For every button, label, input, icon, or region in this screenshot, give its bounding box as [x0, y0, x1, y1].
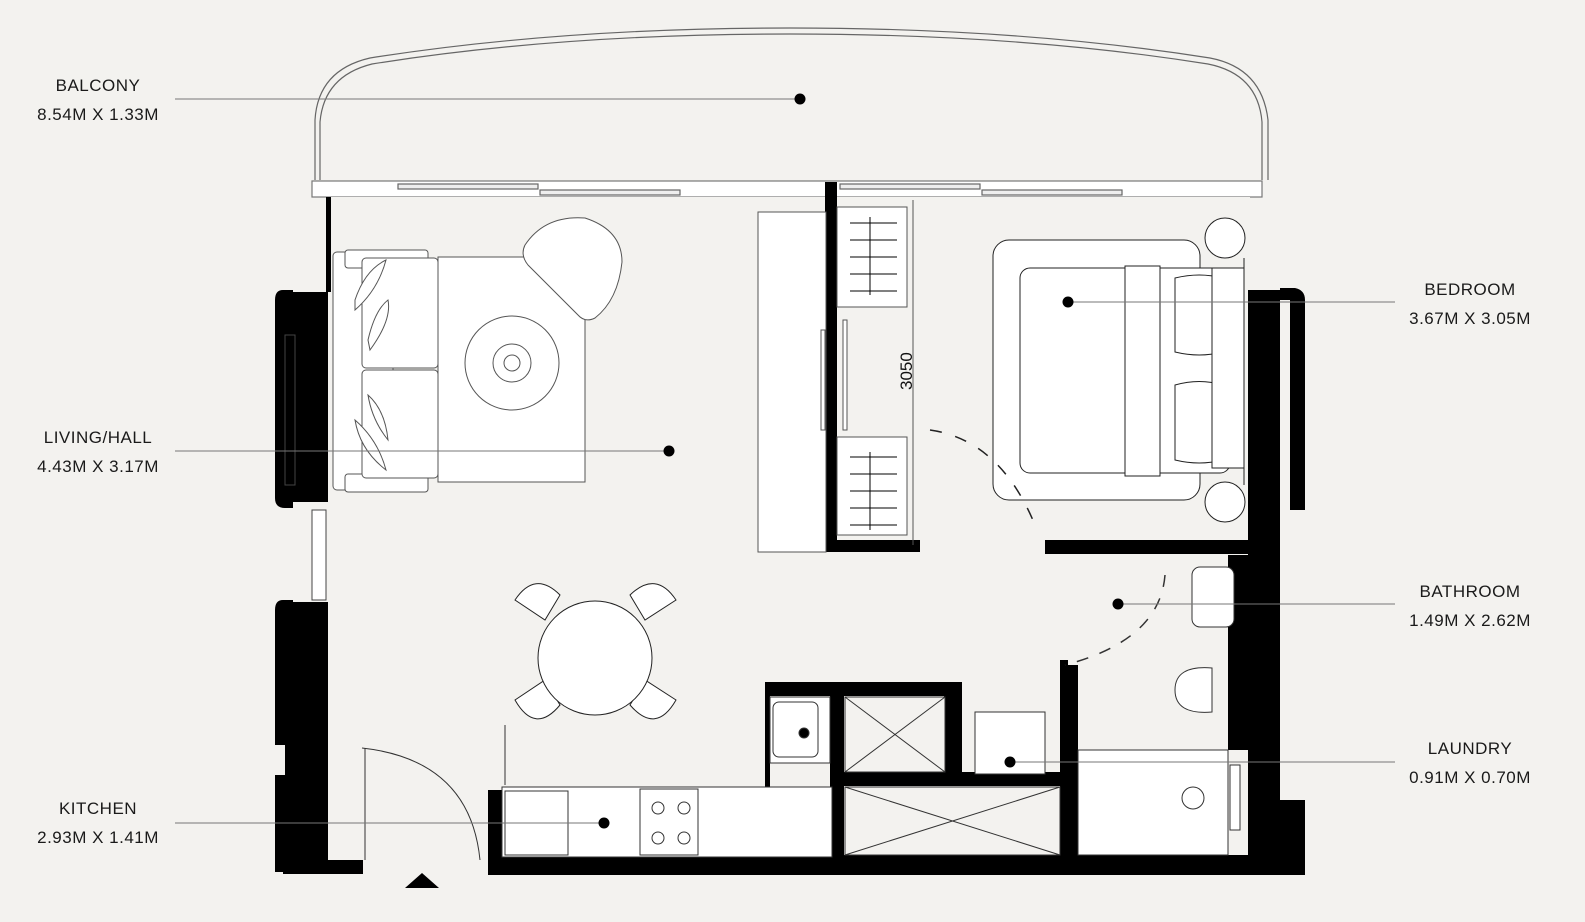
kitchen-sink	[772, 701, 819, 758]
label-bedroom: BEDROOM 3.67M X 3.05M	[1370, 275, 1570, 333]
room-name: BEDROOM	[1424, 280, 1516, 299]
laundry-area	[1077, 749, 1229, 856]
toilet	[1174, 667, 1213, 713]
room-dimensions: 8.54M X 1.33M	[37, 105, 159, 124]
laundry-sink	[1181, 786, 1205, 810]
label-kitchen: KITCHEN 2.93M X 1.41M	[0, 794, 198, 852]
storage-cupboards	[844, 696, 1061, 856]
dining-table	[537, 600, 653, 716]
label-balcony: BALCONY 8.54M X 1.33M	[0, 71, 198, 129]
room-name: LAUNDRY	[1427, 739, 1513, 758]
room-dimensions: 2.93M X 1.41M	[37, 828, 159, 847]
room-dimensions: 0.91M X 0.70M	[1409, 768, 1531, 787]
room-name: LIVING/HALL	[43, 428, 153, 447]
bedroom-furniture	[992, 217, 1246, 523]
cooktop	[639, 788, 699, 856]
room-markers	[598, 93, 1124, 829]
room-dimensions: 4.43M X 3.17M	[37, 457, 159, 476]
living-furniture	[332, 217, 623, 493]
entrance-arrow-icon	[405, 873, 439, 888]
leader-lines	[175, 98, 1395, 824]
window-inserts	[284, 334, 327, 601]
dining-set	[514, 583, 677, 720]
armchair	[522, 217, 623, 321]
bathroom-door-swing	[1064, 574, 1166, 666]
room-dimensions: 1.49M X 2.62M	[1409, 611, 1531, 630]
bathroom-fixtures	[974, 566, 1241, 856]
room-name: BATHROOM	[1419, 582, 1521, 601]
balcony-outline	[314, 27, 1269, 180]
room-name: BALCONY	[55, 76, 141, 95]
nightstand-top	[1204, 217, 1246, 259]
kitchen-counter	[501, 696, 833, 858]
label-laundry: LAUNDRY 0.91M X 0.70M	[1370, 734, 1570, 792]
walls	[275, 182, 1305, 875]
label-living: LIVING/HALL 4.43M X 3.17M	[0, 423, 198, 481]
room-name: KITCHEN	[58, 799, 138, 818]
nightstand-bottom	[1204, 481, 1246, 523]
coffee-table	[464, 315, 560, 411]
bathroom-sink	[1191, 566, 1235, 628]
label-bathroom: BATHROOM 1.49M X 2.62M	[1370, 577, 1570, 635]
wardrobe	[757, 200, 914, 553]
kitchen-door-swings	[361, 725, 506, 861]
dimension-label: 3050	[897, 352, 916, 390]
room-dimensions: 3.67M X 3.05M	[1409, 309, 1531, 328]
